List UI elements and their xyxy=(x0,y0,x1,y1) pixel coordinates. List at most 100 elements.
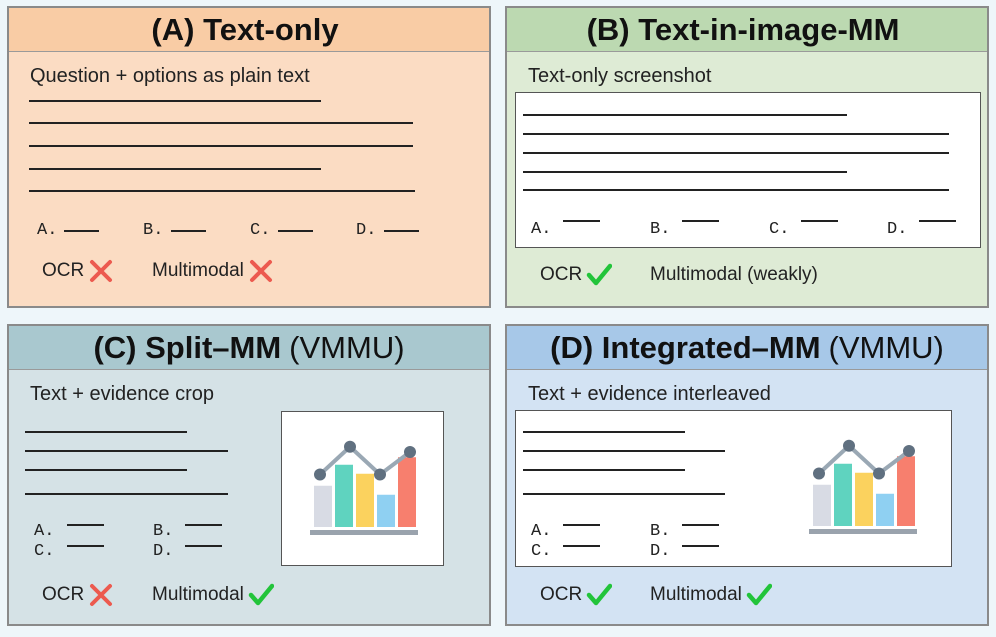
chart-icon-node xyxy=(813,467,825,480)
chart-icon-line xyxy=(318,444,412,478)
text-line xyxy=(29,100,321,102)
interleaved-box: A. B. C. D. xyxy=(515,410,952,567)
text-line xyxy=(29,168,321,170)
option-b-label: B. xyxy=(650,220,671,239)
ocr-status: OCR xyxy=(540,262,613,288)
panel-b-header: (B) Text-in-image-MM xyxy=(507,8,987,52)
option-b-label: B. xyxy=(650,522,671,541)
ocr-status: OCR xyxy=(42,258,114,284)
cross-icon xyxy=(248,258,274,284)
option-line xyxy=(185,524,222,526)
option-line xyxy=(682,220,719,222)
panel-c-header: (C) Split–MM (VMMU) xyxy=(9,326,489,370)
panel-c-title: (C) Split–MM xyxy=(93,329,282,365)
multimodal-status: Multimodal xyxy=(650,582,773,608)
check-mark xyxy=(746,583,773,606)
text-line xyxy=(25,450,228,452)
option-line xyxy=(563,545,600,547)
option-line xyxy=(67,545,104,547)
screenshot-box: A. B. C. D. xyxy=(515,92,981,248)
option-d-label: D. xyxy=(153,542,174,561)
text-line xyxy=(523,171,847,173)
option-line xyxy=(64,230,99,232)
check-icon xyxy=(746,582,773,608)
multimodal-label: Multimodal xyxy=(152,260,244,281)
panel-c: (C) Split–MM (VMMU) Text + evidence crop… xyxy=(7,324,491,626)
text-line xyxy=(523,189,949,191)
option-b-label: B. xyxy=(143,221,164,240)
chart-icon-bar xyxy=(813,484,831,526)
panel-b: (B) Text-in-image-MM Text-only screensho… xyxy=(505,6,989,308)
ocr-status: OCR xyxy=(540,582,613,608)
chart-icon-baseline xyxy=(809,529,917,534)
chart-icon-node xyxy=(314,468,326,481)
panel-d-title-suffix: (VMMU) xyxy=(828,329,944,365)
option-d-label: D. xyxy=(887,220,908,239)
ocr-label: OCR xyxy=(42,260,85,281)
panel-a-title: (A) Text-only xyxy=(151,11,339,47)
chart-icon-bar xyxy=(855,472,873,526)
panel-d-title: (D) Integrated–MM xyxy=(550,329,821,365)
text-line xyxy=(523,431,685,433)
check-mark xyxy=(586,583,613,606)
chart-icon-bar xyxy=(876,493,894,526)
multimodal-label: Multimodal xyxy=(152,584,244,605)
text-line xyxy=(523,493,725,495)
chart-icon-bar xyxy=(356,473,374,527)
option-c-label: C. xyxy=(769,220,790,239)
check-icon xyxy=(586,262,613,288)
panel-c-description: Text + evidence crop xyxy=(30,383,214,405)
panel-d: (D) Integrated–MM (VMMU) Text + evidence… xyxy=(505,324,989,626)
text-line xyxy=(25,493,228,495)
text-line xyxy=(523,450,725,452)
ocr-status: OCR xyxy=(42,582,114,608)
option-a-label: A. xyxy=(531,522,552,541)
panel-d-description: Text + evidence interleaved xyxy=(528,383,771,405)
option-line xyxy=(171,230,206,232)
chart-icon-node xyxy=(344,440,356,453)
panel-a: (A) Text-only Question + options as plai… xyxy=(7,6,491,308)
text-line xyxy=(29,145,413,147)
cross-mark xyxy=(90,260,113,282)
ocr-label: OCR xyxy=(42,584,85,605)
cross-mark xyxy=(249,260,272,282)
panel-a-description: Question + options as plain text xyxy=(30,65,310,87)
cross-icon xyxy=(88,582,114,608)
multimodal-status: Multimodal xyxy=(152,582,275,608)
chart-icon xyxy=(310,440,418,535)
chart-icon-bar xyxy=(314,485,332,527)
ocr-label: OCR xyxy=(540,264,583,285)
chart-icon xyxy=(809,439,917,534)
chart-icon-node xyxy=(404,446,416,458)
cross-mark xyxy=(90,584,113,606)
option-line xyxy=(278,230,313,232)
text-line xyxy=(523,469,685,471)
panel-c-title-suffix: (VMMU) xyxy=(289,329,405,365)
option-c-label: C. xyxy=(250,221,271,240)
multimodal-label: Multimodal (weakly) xyxy=(650,264,818,285)
option-line xyxy=(682,545,719,547)
text-line xyxy=(25,469,187,471)
panel-a-header: (A) Text-only xyxy=(9,8,489,52)
evidence-crop xyxy=(281,411,444,566)
panel-d-header: (D) Integrated–MM (VMMU) xyxy=(507,326,987,370)
option-line xyxy=(185,545,222,547)
chart-icon-bar xyxy=(398,457,416,527)
chart-icon-baseline xyxy=(310,530,418,535)
option-d-label: D. xyxy=(650,542,671,561)
multimodal-status: Multimodal (weakly) xyxy=(650,262,818,288)
check-icon xyxy=(248,582,275,608)
option-d-label: D. xyxy=(356,221,377,240)
option-a-label: A. xyxy=(531,220,552,239)
option-a-label: A. xyxy=(37,221,58,240)
check-mark xyxy=(586,263,613,286)
option-line xyxy=(563,220,600,222)
option-line xyxy=(919,220,956,222)
chart-icon-node xyxy=(903,445,915,457)
cross-icon xyxy=(88,258,114,284)
chart-icon-line xyxy=(817,443,911,477)
option-line xyxy=(563,524,600,526)
text-line xyxy=(523,114,847,116)
text-line xyxy=(29,122,413,124)
text-line xyxy=(25,431,187,433)
